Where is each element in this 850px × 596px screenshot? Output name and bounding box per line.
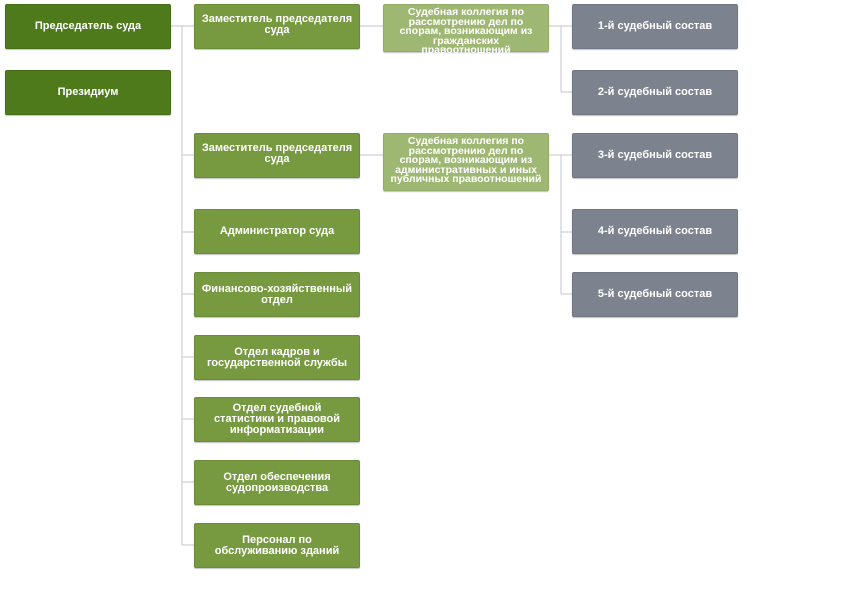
node-proceedings-department: Отдел обеспечения судопроизводства bbox=[194, 460, 360, 505]
node-building-staff: Персонал по обслуживанию зданий bbox=[194, 523, 360, 568]
node-presidium: Президиум bbox=[5, 70, 171, 115]
node-panel-3: 3-й судебный состав bbox=[572, 133, 738, 178]
node-panel-2: 2-й судебный состав bbox=[572, 70, 738, 115]
node-panel-4: 4-й судебный состав bbox=[572, 209, 738, 254]
node-chairman: Председатель суда bbox=[5, 4, 171, 49]
node-personnel-department: Отдел кадров и государственной службы bbox=[194, 335, 360, 380]
node-deputy-2: Заместитель председателя суда bbox=[194, 133, 360, 178]
node-civil-collegium: Судебная коллегия по рассмотрению дел по… bbox=[383, 4, 549, 55]
node-administrative-collegium: Судебная коллегия по рассмотрению дел по… bbox=[383, 133, 549, 191]
node-deputy-1: Заместитель председателя суда bbox=[194, 4, 360, 49]
node-court-administrator: Администратор суда bbox=[194, 209, 360, 254]
node-statistics-department: Отдел судебной статистики и правовой инф… bbox=[194, 397, 360, 442]
node-finance-department: Финансово-хозяйственный отдел bbox=[194, 272, 360, 317]
node-panel-5: 5-й судебный состав bbox=[572, 272, 738, 317]
node-panel-1: 1-й судебный состав bbox=[572, 4, 738, 49]
